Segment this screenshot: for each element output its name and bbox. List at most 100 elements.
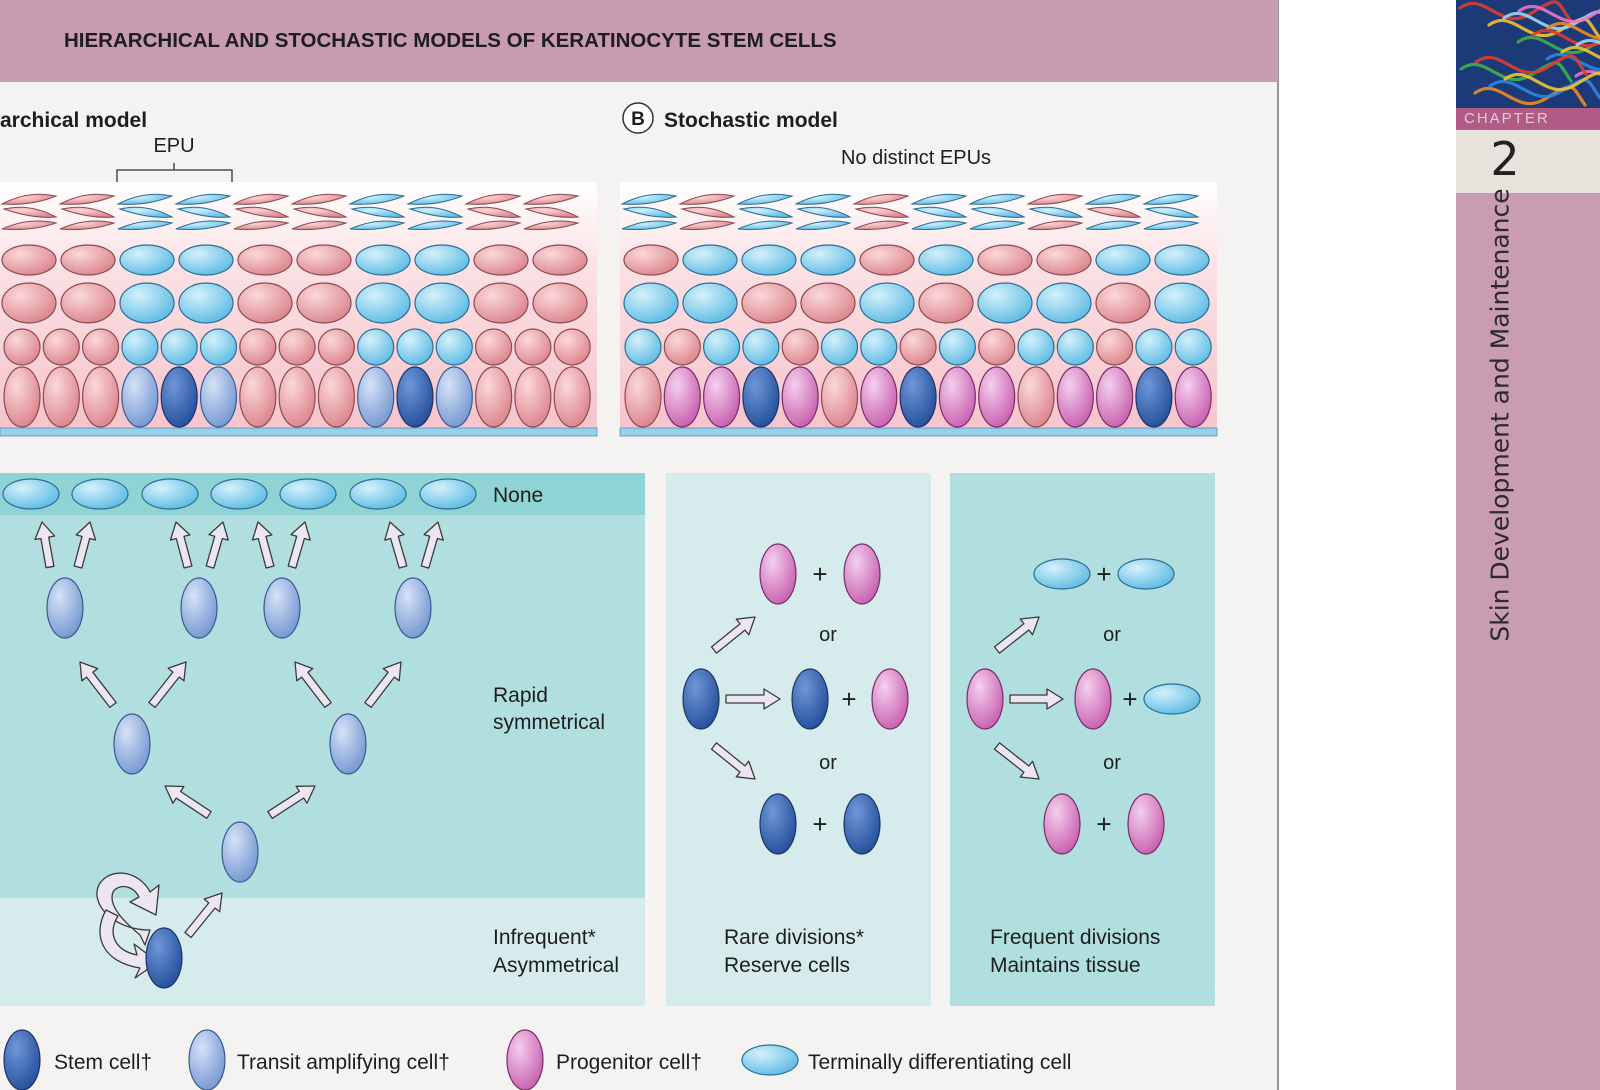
transit-amplifying-cell: [394, 577, 432, 639]
chapter-label: CHAPTER: [1464, 110, 1550, 127]
ribbon-strand: [1473, 85, 1587, 107]
terminally-differentiating-cell: [355, 244, 411, 276]
or-label: or: [819, 752, 837, 774]
terminally-differentiating-cell-flattened: [1085, 220, 1142, 231]
ribbon-strand: [1516, 35, 1600, 55]
keratinocyte-cell: [514, 366, 552, 428]
panel-b-letter: B: [631, 109, 645, 130]
ribbon-strand: [1474, 54, 1588, 76]
plus-sign: +: [812, 559, 827, 589]
terminally-differentiating-cell: [396, 328, 434, 366]
ribbon-strand: [1459, 61, 1573, 83]
progenitor-cell: [1043, 793, 1081, 855]
terminally-differentiating-cell-flattened: [911, 220, 968, 231]
arrow: [420, 521, 444, 569]
arrow: [287, 521, 311, 569]
arrow: [251, 521, 275, 569]
keratinocyte-cell: [42, 328, 80, 366]
header-title: HIERARCHICAL AND STOCHASTIC MODELS OF KE…: [64, 29, 837, 52]
terminally-differentiating-cell: [624, 328, 662, 366]
box1-caption-1: Rare divisions*: [724, 926, 864, 949]
keratinocyte-cell-flattened: [853, 220, 910, 231]
keratinocyte-cell: [1, 282, 57, 324]
arrow: [73, 521, 97, 569]
terminally-differentiating-cell: [414, 244, 470, 276]
progenitor-cell: [663, 366, 701, 428]
keratinocyte-cell: [741, 282, 797, 324]
ribbon-strand: [1575, 38, 1600, 47]
keratinocyte-cell: [239, 328, 277, 366]
terminally-differentiating-cell: [860, 328, 898, 366]
terminally-differentiating-cell: [279, 478, 337, 510]
keratinocyte-cell: [473, 244, 529, 276]
progenitor-cell: [978, 366, 1016, 428]
arrow: [710, 742, 756, 780]
legend-stem-label: Stem cell†: [54, 1051, 152, 1074]
terminally-differentiating-cell: [1174, 328, 1212, 366]
terminally-differentiating-cell-flattened: [407, 220, 464, 231]
stem-cell: [3, 1029, 41, 1090]
terminally-differentiating-cell-flattened: [408, 206, 464, 218]
arrow: [710, 616, 756, 654]
ribbon-strand: [1503, 71, 1600, 92]
terminally-differentiating-cell-flattened: [794, 193, 852, 205]
keratinocyte-cell-flattened: [465, 220, 522, 231]
progenitor-cell: [860, 366, 898, 428]
keratinocyte-cell: [820, 366, 859, 428]
keratinocyte-cell-flattened: [523, 220, 580, 231]
chapter-thumbnail-image: [1456, 0, 1600, 108]
terminally-differentiating-cell-flattened: [968, 193, 1026, 205]
stem-cell: [843, 793, 881, 855]
terminally-differentiating-cell-flattened: [912, 206, 968, 218]
keratinocyte-cell: [918, 282, 974, 324]
terminally-differentiating-cell-flattened: [348, 193, 406, 205]
box1-caption-2: Reserve cells: [724, 954, 850, 977]
label-none: None: [493, 484, 543, 507]
arrow: [164, 785, 212, 819]
terminally-differentiating-cell: [741, 1044, 799, 1076]
plus-sign: +: [1096, 559, 1111, 589]
terminally-differentiating-cell: [1135, 328, 1173, 366]
ribbon-strand: [1487, 17, 1600, 39]
terminally-differentiating-cell-flattened: [795, 220, 852, 231]
tissue-b-cells: [620, 193, 1212, 428]
terminally-differentiating-cell: [977, 282, 1033, 324]
arrow: [1009, 688, 1064, 710]
keratinocyte-cell-flattened: [680, 206, 736, 218]
keratinocyte-cell: [978, 328, 1016, 366]
ribbon-strand: [1560, 45, 1600, 60]
progenitor-cell: [1095, 366, 1134, 428]
terminally-differentiating-cell: [1095, 244, 1151, 276]
label-rapid-1: Rapid: [493, 684, 548, 707]
keratinocyte-cell-flattened: [233, 220, 290, 231]
terminally-differentiating-cell: [414, 282, 470, 324]
terminally-differentiating-cell: [741, 244, 797, 276]
terminally-differentiating-cell: [1154, 244, 1210, 276]
arrow: [364, 661, 402, 709]
label-rapid-2: symmetrical: [493, 711, 605, 734]
panel-b-subtitle: No distinct EPUs: [841, 147, 991, 169]
terminally-differentiating-cell-flattened: [1143, 220, 1200, 231]
or-label: or: [1103, 752, 1121, 774]
terminally-differentiating-cell: [355, 282, 411, 324]
terminally-differentiating-cell: [119, 244, 175, 276]
or-label: or: [819, 624, 837, 646]
keratinocyte-cell-flattened: [466, 206, 522, 218]
keratinocyte-cell-flattened: [854, 206, 910, 218]
terminally-differentiating-cell-flattened: [620, 193, 678, 205]
stem-cell: [759, 793, 797, 855]
keratinocyte-cell: [278, 328, 316, 366]
progenitor-cell: [781, 366, 819, 428]
legend-progenitor-label: Progenitor cell†: [556, 1051, 702, 1074]
panel-b-badge: [622, 102, 654, 134]
legend-icons: [3, 1029, 799, 1090]
keratinocyte-cell: [473, 282, 529, 324]
keratinocyte-cell: [532, 282, 588, 324]
terminally-differentiating-cell: [1117, 558, 1175, 590]
keratinocyte-cell: [624, 366, 662, 428]
terminally-differentiating-cell: [419, 478, 477, 510]
terminally-differentiating-cell: [1033, 558, 1091, 590]
keratinocyte-cell: [3, 328, 41, 366]
ribbon-strand: [1531, 28, 1600, 48]
plus-sign: +: [1122, 684, 1137, 714]
